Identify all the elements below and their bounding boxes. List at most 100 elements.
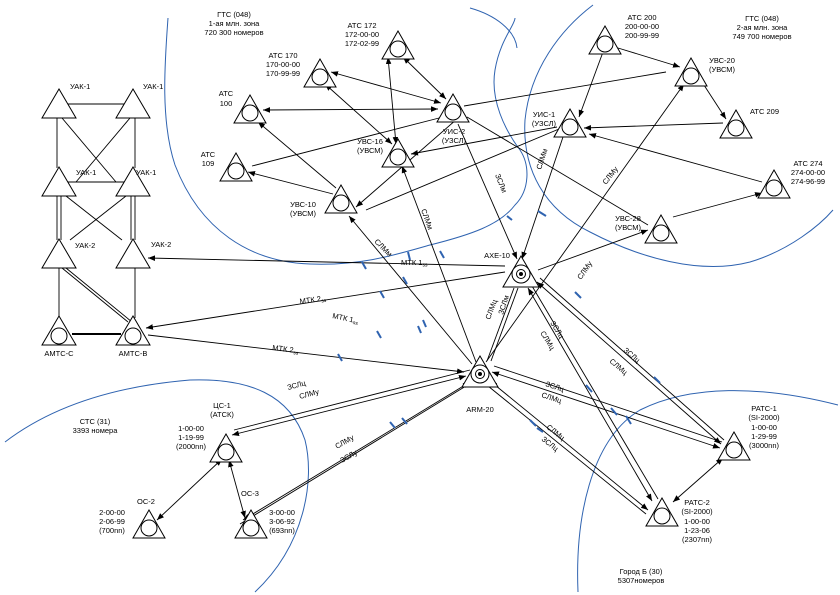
ats200-label-3: 200-99-99 — [625, 31, 659, 40]
gts2-boundary — [524, 4, 834, 267]
sts-label-2: 3393 номера — [73, 426, 119, 435]
ats200-node[interactable] — [588, 24, 622, 55]
link-labels: ЗСЛм СЛМм СЛМм СЛМм СЛМу СЛМу СЛМц ЗСЛм … — [272, 147, 643, 464]
rats2-node[interactable] — [645, 496, 679, 527]
gts1-boundary — [164, 17, 528, 265]
rats2-label-5: (2307nn) — [682, 535, 713, 544]
cs1-label-1: ЦС-1 — [213, 401, 231, 410]
zone-boundaries — [4, 4, 839, 593]
rats1-label-2: (SI-2000) — [748, 413, 780, 422]
gts2-label-2: 2-ая млн. зона — [737, 23, 788, 32]
ats172-label-3: 172-02-99 — [345, 39, 379, 48]
arm20-node[interactable] — [461, 355, 499, 388]
os3-node[interactable] — [234, 508, 268, 539]
uvs10-node[interactable] — [324, 183, 358, 214]
uvs16-node[interactable] — [381, 137, 415, 168]
ats172-node[interactable] — [381, 29, 415, 60]
ats274-label-1: АТС 274 — [793, 159, 822, 168]
ats200-label-1: АТС 200 — [627, 13, 656, 22]
os3-label-1: ОС-3 — [241, 489, 259, 498]
ats172-label-1: АТС 172 — [347, 21, 376, 30]
ats209-label: АТС 209 — [750, 107, 779, 116]
uak2b-label: УАК-2 — [151, 240, 171, 249]
gts1-label-2: 1-ая млн. зона — [209, 19, 260, 28]
uak1b-node[interactable] — [115, 88, 151, 119]
os2-node[interactable] — [132, 508, 166, 539]
zone-labels: ГТС (048) 1-ая млн. зона 720 300 номеров… — [73, 10, 792, 585]
uis2-label-1: УИС-2 — [443, 127, 465, 136]
link-label-mtk1-a: МТК 1ss — [401, 258, 428, 269]
rats2-label-3: 1-00-00 — [684, 517, 710, 526]
uak1c-node[interactable] — [41, 166, 77, 197]
os2-label-2: 2-00-00 — [99, 508, 125, 517]
rats1-node[interactable] — [717, 430, 751, 461]
ats274-label-2: 274-00-00 — [791, 168, 825, 177]
uvs28-label-2: (УВСМ) — [615, 223, 642, 232]
os3-label-4: (693nn) — [269, 526, 295, 535]
link-label-slmc-c: СЛМц — [608, 357, 630, 378]
ats170-label-3: 170-99-99 — [266, 69, 300, 78]
rats1-label-3: 1-00-00 — [751, 423, 777, 432]
rats2-label-1: РАТС-2 — [684, 498, 710, 507]
arm20-label: ARM-20 — [466, 405, 494, 414]
exchange-nodes — [132, 24, 791, 539]
uis1-label-2: (УЗСЛ) — [532, 119, 557, 128]
ats109-label-1: АТС — [201, 150, 216, 159]
ats170-label-2: 170-00-00 — [266, 60, 300, 69]
city-b-label-1: Город Б (30) — [620, 567, 663, 576]
uak2a-node[interactable] — [41, 238, 77, 269]
ats109-label-2: 109 — [202, 159, 215, 168]
gts1-boundary-top — [469, 7, 518, 49]
ats170-label-1: АТС 170 — [268, 51, 297, 60]
ats100-label-1: АТС — [219, 89, 234, 98]
uis2-node[interactable] — [436, 92, 470, 123]
gts2-label-1: ГТС (048) — [745, 14, 779, 23]
uvs28-label-1: УВС-28 — [615, 214, 641, 223]
cs1-node[interactable] — [209, 432, 243, 463]
uvs20-node[interactable] — [674, 56, 708, 87]
cs1-label-5: (2000nn) — [176, 442, 207, 451]
uak2b-node[interactable] — [115, 238, 151, 269]
uvs16-label-2: (УВСМ) — [357, 146, 384, 155]
ats109-node[interactable] — [219, 151, 253, 182]
uak1d-label: УАК-1 — [136, 168, 156, 177]
os3-label-3: 3-06-92 — [269, 517, 295, 526]
axe10-node[interactable] — [502, 255, 540, 288]
link-label-slmm-b: СЛМм — [419, 208, 435, 231]
uvs20-label-2: (УВСМ) — [709, 65, 736, 74]
city-b-boundary — [577, 390, 839, 593]
sts-boundary — [4, 379, 309, 593]
link-label-slmu-c: СЛМу — [298, 387, 320, 401]
uak1d-node[interactable] — [115, 166, 151, 197]
uak-nodes — [41, 88, 151, 346]
uvs20-label-1: УВС-20 — [709, 56, 735, 65]
uvs10-label-2: (УВСМ) — [290, 209, 317, 218]
rats1-label-4: 1-29-99 — [751, 432, 777, 441]
rats2-label-4: 1-23-06 — [684, 526, 710, 535]
uak1a-node[interactable] — [41, 88, 77, 119]
uvs10-label-1: УВС-10 — [290, 200, 316, 209]
uis2-label-2: (УЗСЛ) — [442, 136, 467, 145]
sts-label-1: СТС (31) — [80, 417, 111, 426]
uak1b-label: УАК-1 — [143, 82, 163, 91]
gts2-label-3: 749 700 номеров — [732, 32, 791, 41]
uis1-node[interactable] — [553, 107, 587, 138]
os2-label-3: 2-06-99 — [99, 517, 125, 526]
line-ticks — [337, 210, 661, 433]
link-label-slmu-b: СЛМу — [575, 259, 594, 281]
ats209-node[interactable] — [719, 108, 753, 139]
link-label-mtk1-b: МТК 1ss — [331, 311, 360, 327]
link-lines — [56, 47, 763, 525]
ats274-node[interactable] — [757, 168, 791, 199]
ats100-node[interactable] — [233, 93, 267, 124]
link-label-slmm-a: СЛМм — [534, 147, 549, 170]
ats170-node[interactable] — [303, 57, 337, 88]
uvs28-node[interactable] — [644, 213, 678, 244]
ats274-label-3: 274-96-99 — [791, 177, 825, 186]
ats100-label-2: 100 — [220, 99, 233, 108]
link-label-zslu-b: ЗСЛу — [339, 448, 360, 465]
amtsb-label: АМТС-В — [119, 349, 148, 358]
link-label-slmu-a: СЛМу — [600, 165, 620, 187]
link-label-zslc-b: ЗСЛц — [622, 346, 643, 365]
axe10-label: AXE-10 — [484, 251, 510, 260]
